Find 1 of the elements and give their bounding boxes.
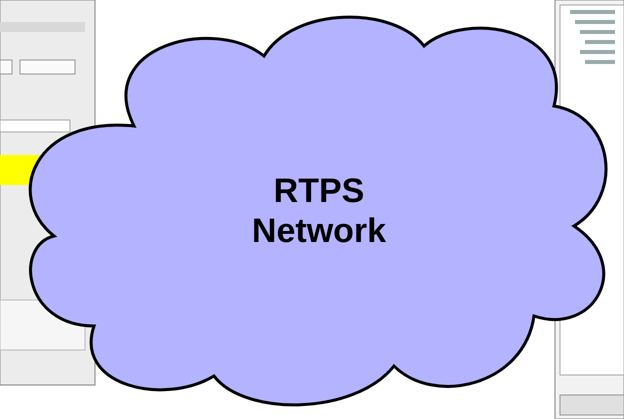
cloud-label: RTPS Network — [250, 171, 388, 251]
